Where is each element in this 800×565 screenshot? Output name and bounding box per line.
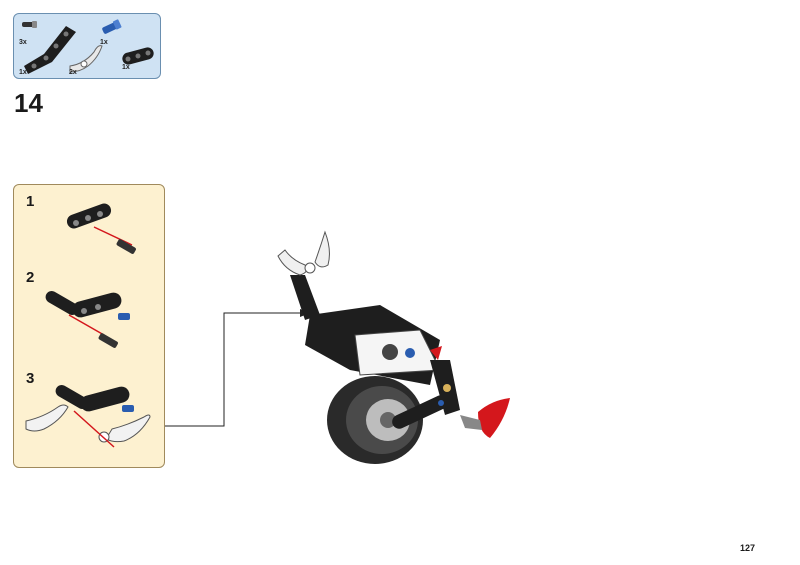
substep-number-2: 2 [26,269,35,286]
substep-1-illustration [66,203,136,254]
subassembly-box: 1 2 3 [13,184,165,468]
substep-number-3: 3 [26,370,35,387]
liftarm-3-icon [122,47,154,65]
callout-connector-line [165,312,300,427]
top-blades-illustration [277,230,330,276]
wheel-illustration [327,376,423,464]
parts-illustrations [22,19,154,74]
page-number: 127 [740,543,756,553]
bent-liftarm-icon [24,26,76,74]
arm-illustration [290,275,460,429]
qty-blade: 2x [69,69,77,76]
chassis-illustration [305,305,442,385]
qty-blue-pin: 1x [100,39,108,46]
parts-list-box: 3x 1x 1x 2x 1x [13,13,161,79]
qty-liftarm-3: 1x [122,64,130,71]
substep-number-1: 1 [26,193,35,210]
blue-pin-icon [102,19,122,34]
axle-pin-icon [22,21,37,28]
substep-2-illustration [45,291,130,348]
blade-icon [69,45,103,73]
qty-axle-pin: 3x [19,39,27,46]
substep-3-illustration [25,385,151,448]
qty-bent-liftarm: 1x [19,69,27,76]
main-model-illustration [165,230,510,464]
step-number: 14 [14,88,43,118]
red-claw-illustration [460,398,510,438]
subassembly-illustrations [25,203,151,448]
